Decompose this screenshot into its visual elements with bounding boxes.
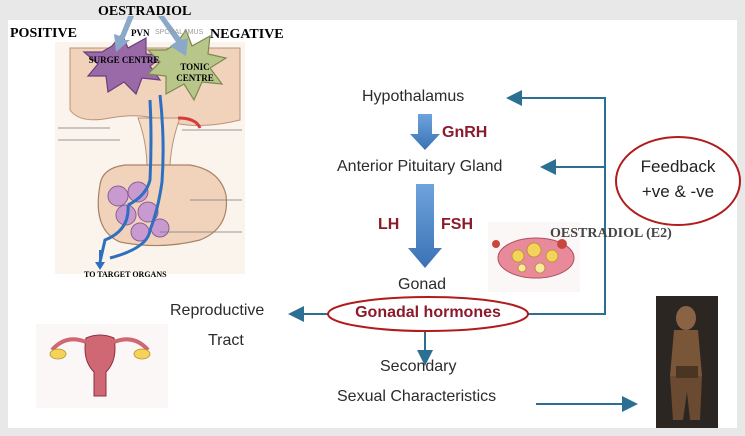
oestradiol-e2-label: OESTRADIOL (E2)	[550, 226, 672, 241]
negative-label: NEGATIVE	[210, 27, 284, 42]
tonic-centre-label: TONIC CENTRE	[176, 62, 214, 83]
feedback-line2: +ve & -ve	[641, 182, 715, 201]
feedback-ellipse	[615, 136, 741, 226]
pvn-faint-label: SPCHALAMUS	[155, 29, 204, 36]
lh-fsh-flow-arrow	[408, 184, 442, 268]
anterior-pituitary-label: Anterior Pituitary Gland	[337, 158, 503, 175]
uterus-illustration	[36, 324, 168, 408]
gnrh-label: GnRH	[442, 124, 488, 141]
lh-label: LH	[378, 216, 400, 233]
secondary-label: Secondary	[380, 358, 457, 375]
surge-centre-star	[82, 32, 166, 96]
hypothalamus-label: Hypothalamus	[362, 88, 465, 105]
gonad-label: Gonad	[398, 276, 447, 293]
feedback-text: Feedback +ve & -ve	[620, 154, 736, 204]
feedback-line1: Feedback	[640, 157, 716, 176]
reproductive-tract-line2: Tract	[208, 332, 244, 349]
fsh-label: FSH	[441, 216, 473, 233]
human-figure-image	[656, 296, 718, 428]
reproductive-tract-line1: Reproductive	[170, 302, 265, 319]
feedback-connectors	[288, 90, 638, 412]
ovary-illustration	[488, 222, 580, 292]
oestradiol-top-label: OESTRADIOL	[98, 4, 192, 19]
positive-label: POSITIVE	[10, 26, 77, 41]
gonadal-hormones-ellipse	[327, 296, 529, 332]
sexual-characteristics-label: Sexual Characteristics	[337, 388, 497, 405]
gonadal-hormones-label: Gonadal hormones	[355, 304, 501, 321]
surge-centre-label: SURGE CENTRE	[88, 55, 160, 65]
positive-oestradiol-arrow	[114, 16, 134, 52]
tonic-centre-star	[146, 28, 228, 102]
gnrh-flow-arrow	[410, 114, 440, 150]
pvn-label: PVN	[131, 28, 150, 38]
target-organs-label: TO TARGET ORGANS	[84, 270, 167, 279]
negative-oestradiol-arrow	[158, 16, 188, 56]
